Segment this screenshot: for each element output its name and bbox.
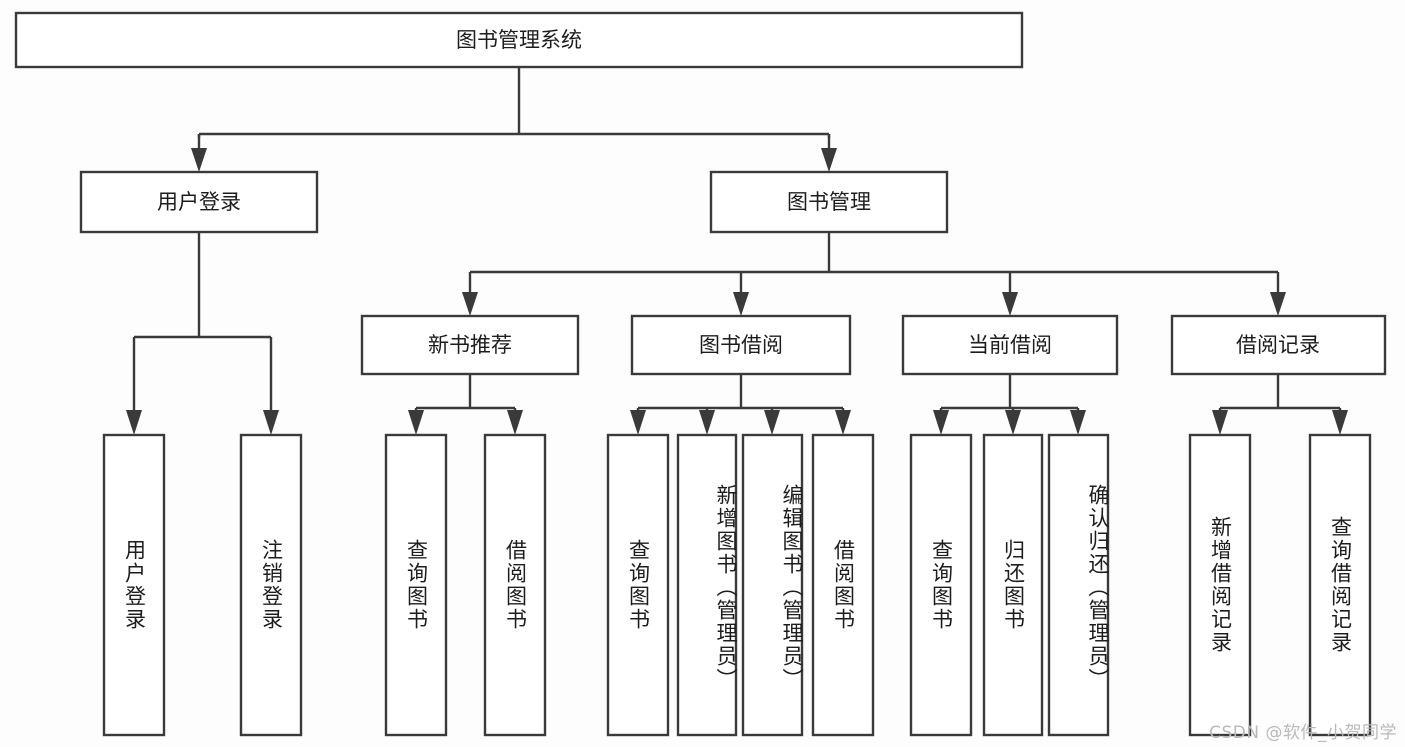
arrowhead-to-book-mgmt [821, 148, 837, 172]
leaf-box-user-login[interactable] [102, 433, 166, 737]
node-borrow-record-box[interactable] [1170, 314, 1387, 376]
arrowhead-cb-return-book [1005, 410, 1021, 435]
node-book-management-box[interactable] [709, 170, 949, 234]
connector-layer [126, 67, 1348, 435]
leaf-box-cb-query-book[interactable] [909, 433, 973, 737]
node-current-borrow-label: 当前借阅 [968, 333, 1052, 357]
arrowhead-bb-add-book [699, 410, 715, 435]
leaf-box-bb-edit-book[interactable] [741, 433, 804, 737]
node-book-management-label: 图书管理 [787, 190, 871, 214]
leaf-box-nbr-borrow-book[interactable] [483, 433, 547, 737]
node-book-borrow[interactable]: 图书借阅 [630, 314, 852, 376]
leaf-box-layer [102, 433, 1372, 737]
leaf-box-logout[interactable] [239, 433, 303, 737]
arrowhead-cb-confirm-return [1070, 410, 1086, 435]
leaf-box-bb-add-book[interactable] [676, 433, 738, 737]
node-book-borrow-box[interactable] [630, 314, 852, 376]
node-root-box[interactable] [14, 11, 1024, 69]
arrowhead-to-borrow-record [1270, 292, 1286, 316]
leaf-box-br-add-record[interactable] [1188, 433, 1252, 737]
node-new-book-recommend-label: 新书推荐 [428, 333, 512, 357]
arrowhead-bb-borrow-book [835, 410, 851, 435]
node-new-book-recommend-box[interactable] [360, 314, 580, 376]
node-user-login-box[interactable] [79, 170, 319, 234]
leaf-box-cb-confirm-return[interactable] [1047, 433, 1110, 737]
node-borrow-record[interactable]: 借阅记录 [1170, 314, 1387, 376]
node-book-management[interactable]: 图书管理 [709, 170, 949, 234]
leaf-box-cb-return-book[interactable] [982, 433, 1044, 737]
arrowhead-to-new-book-rec [462, 292, 478, 316]
node-root[interactable]: 图书管理系统 [14, 11, 1024, 69]
leaf-box-nbr-query-book[interactable] [384, 433, 448, 737]
csdn-watermark: CSDN @软件_小贺同学 [1209, 723, 1397, 743]
node-new-book-recommend[interactable]: 新书推荐 [360, 314, 580, 376]
arrowhead-bb-edit-book [764, 410, 780, 435]
arrowhead-bb-query-book [630, 410, 646, 435]
node-book-borrow-label: 图书借阅 [699, 333, 783, 357]
arrowhead-to-user-login [191, 148, 207, 172]
arrowhead-br-add-record [1212, 410, 1228, 435]
arrowhead-nbr-query-book [408, 410, 424, 435]
node-root-label: 图书管理系统 [456, 28, 582, 52]
node-current-borrow[interactable]: 当前借阅 [901, 314, 1119, 376]
node-borrow-record-label: 借阅记录 [1236, 333, 1320, 357]
arrowhead-cb-query-book [933, 410, 949, 435]
arrowhead-br-query-record [1332, 410, 1348, 435]
leaf-box-bb-query-book[interactable] [606, 433, 670, 737]
node-user-login-label: 用户登录 [157, 190, 241, 214]
arrowhead-to-current-borrow [1002, 292, 1018, 316]
leaf-box-br-query-record[interactable] [1308, 433, 1372, 737]
node-user-login[interactable]: 用户登录 [79, 170, 319, 234]
arrowhead-leaf-user-login [126, 410, 142, 435]
arrowhead-leaf-logout [263, 410, 279, 435]
leaf-box-bb-borrow-book[interactable] [811, 433, 875, 737]
arrowhead-to-book-borrow [733, 292, 749, 316]
arrowhead-nbr-borrow-book [507, 410, 523, 435]
node-current-borrow-box[interactable] [901, 314, 1119, 376]
